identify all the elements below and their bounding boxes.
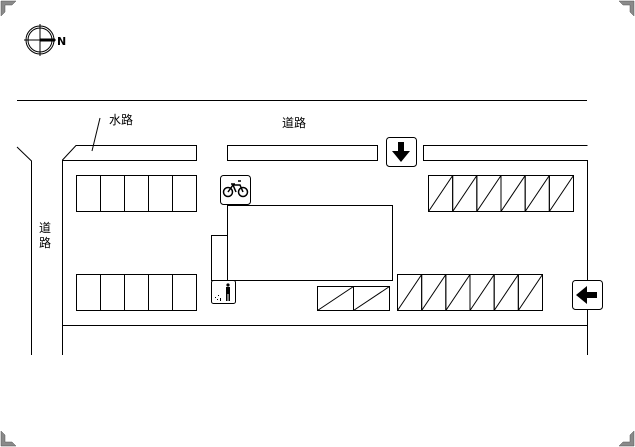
left-road-label-1: 道 bbox=[39, 221, 51, 235]
parking-space bbox=[124, 175, 149, 212]
curb-strip bbox=[227, 145, 378, 161]
hatch-line bbox=[421, 274, 447, 311]
parking-space bbox=[148, 274, 173, 311]
hatch-line bbox=[397, 274, 423, 311]
parking-space bbox=[172, 175, 197, 212]
parking-space bbox=[148, 175, 173, 212]
waterway-leader-line bbox=[91, 117, 101, 152]
hatch-line bbox=[353, 286, 390, 311]
parking-space bbox=[100, 274, 125, 311]
parking-space bbox=[100, 175, 125, 212]
trash-icon bbox=[215, 283, 230, 301]
hatch-line bbox=[500, 175, 526, 212]
hatched-parking-space bbox=[548, 175, 574, 212]
hatch-line bbox=[317, 286, 354, 311]
hatch-line bbox=[445, 274, 471, 311]
north-label: N bbox=[57, 35, 66, 48]
hatch-line bbox=[428, 175, 454, 212]
trash-sign bbox=[211, 280, 236, 304]
parking-space bbox=[124, 274, 149, 311]
waterway-strip bbox=[62, 145, 197, 355]
hatch-line bbox=[524, 175, 550, 212]
site-lines bbox=[16, 100, 588, 355]
north-compass-icon bbox=[24, 24, 56, 56]
bicycle-parking-sign bbox=[220, 175, 251, 205]
hatched-parking-space bbox=[353, 286, 390, 311]
exit-sign bbox=[572, 280, 603, 310]
left-road-label-2: 路 bbox=[39, 235, 51, 250]
waterway-label: 水路 bbox=[109, 112, 133, 127]
hatch-line bbox=[493, 274, 519, 311]
hatch-line bbox=[476, 175, 502, 212]
hatched-parking-space bbox=[517, 274, 543, 311]
top-road-label: 道路 bbox=[282, 115, 306, 130]
arrow-down-icon bbox=[392, 142, 410, 162]
parking-space bbox=[172, 274, 197, 311]
bicycle-icon bbox=[222, 180, 249, 198]
parking-space bbox=[76, 274, 101, 311]
hatch-line bbox=[452, 175, 478, 212]
hatch-line bbox=[548, 175, 574, 212]
hatch-line bbox=[469, 274, 495, 311]
building bbox=[227, 205, 393, 281]
entrance-sign bbox=[386, 137, 417, 167]
hatch-line bbox=[517, 274, 543, 311]
parking-space bbox=[76, 175, 101, 212]
left-road-edge bbox=[16, 146, 32, 355]
storage bbox=[211, 235, 228, 281]
curb-strip-right bbox=[423, 145, 588, 280]
parking-spaces bbox=[76, 175, 574, 311]
arrow-left-icon bbox=[576, 286, 597, 304]
